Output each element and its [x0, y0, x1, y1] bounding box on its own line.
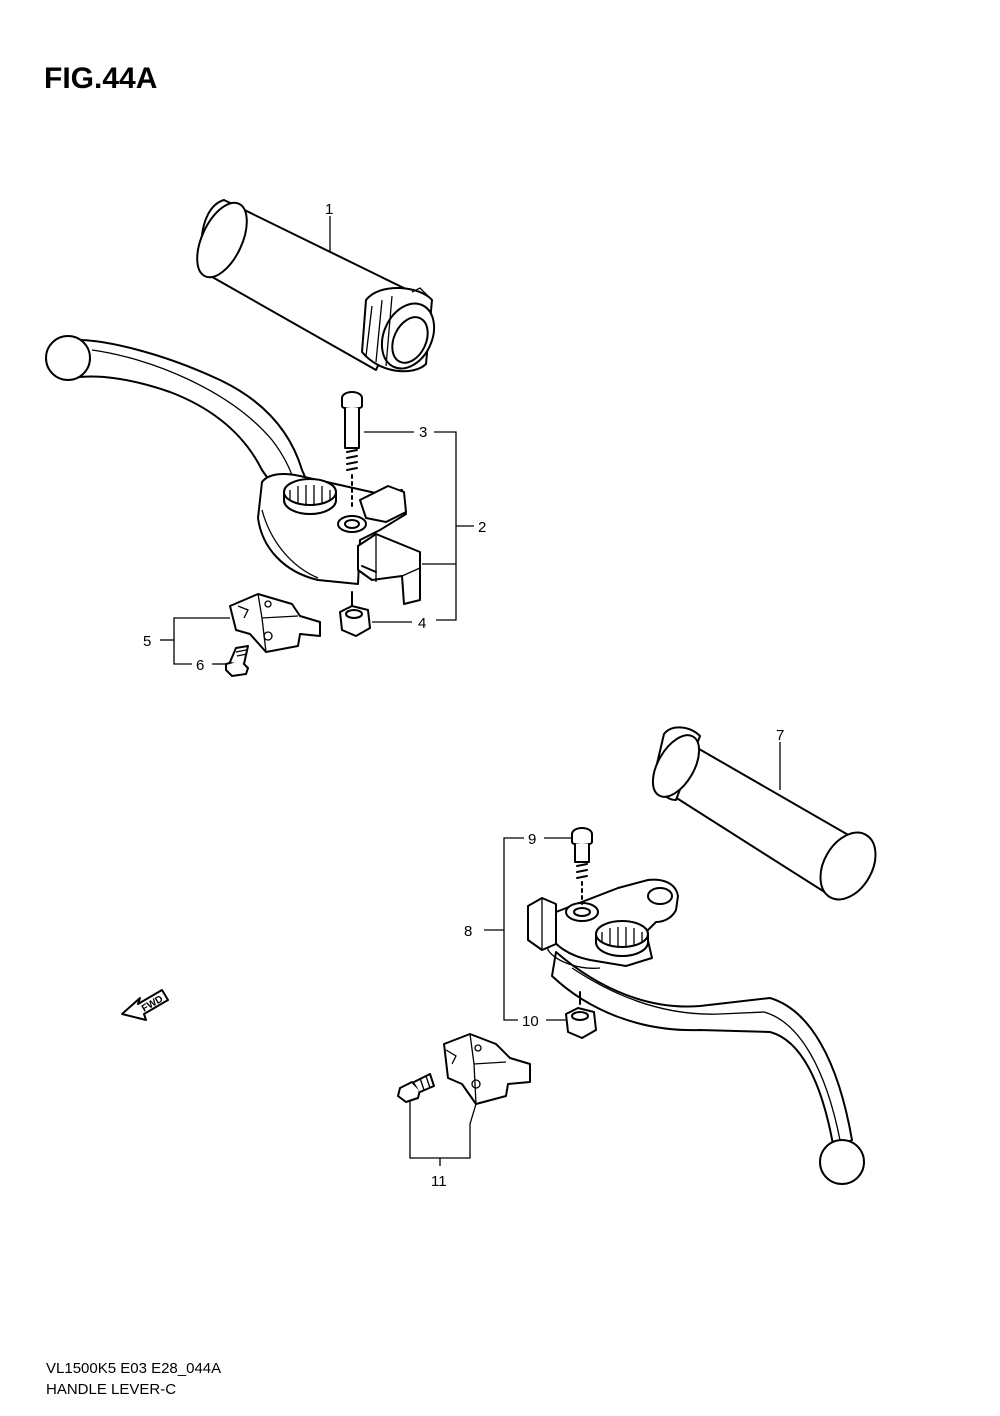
callout-9: 9 [528, 831, 536, 848]
part-10-nut[interactable] [565, 991, 597, 1039]
part-5-switch[interactable] [229, 593, 321, 653]
leader-lines [160, 216, 781, 1166]
figure-name: HANDLE LEVER-C [46, 1381, 177, 1398]
callout-4: 4 [418, 615, 426, 632]
callout-6: 6 [196, 657, 204, 674]
callout-3: 3 [419, 424, 427, 441]
part-7-grip[interactable] [643, 726, 886, 909]
fwd-direction-arrow: FWD [121, 989, 169, 1021]
callout-11: 11 [431, 1173, 447, 1190]
part-2-lever-assembly[interactable] [45, 335, 421, 605]
callout-10: 10 [522, 1013, 539, 1030]
callout-8: 8 [464, 923, 472, 940]
part-4-nut[interactable] [339, 591, 371, 637]
figure-code: VL1500K5 E03 E28_044A [46, 1360, 222, 1377]
callout-1: 1 [325, 201, 333, 218]
figure-title: FIG.44A [44, 62, 158, 95]
part-9-bolt[interactable] [571, 827, 593, 905]
callout-2: 2 [478, 519, 486, 536]
part-1-grip[interactable] [187, 195, 444, 377]
callout-labels: 1 2 3 4 5 6 7 8 9 10 11 [143, 201, 784, 1190]
part-8-lever-assembly[interactable] [527, 878, 865, 1185]
fwd-label: FWD [140, 994, 165, 1015]
callout-5: 5 [143, 633, 151, 650]
part-3-bolt[interactable] [341, 391, 363, 511]
callout-7: 7 [776, 727, 784, 744]
part-11-switch[interactable] [397, 1033, 531, 1105]
part-6-screw[interactable] [225, 645, 249, 677]
